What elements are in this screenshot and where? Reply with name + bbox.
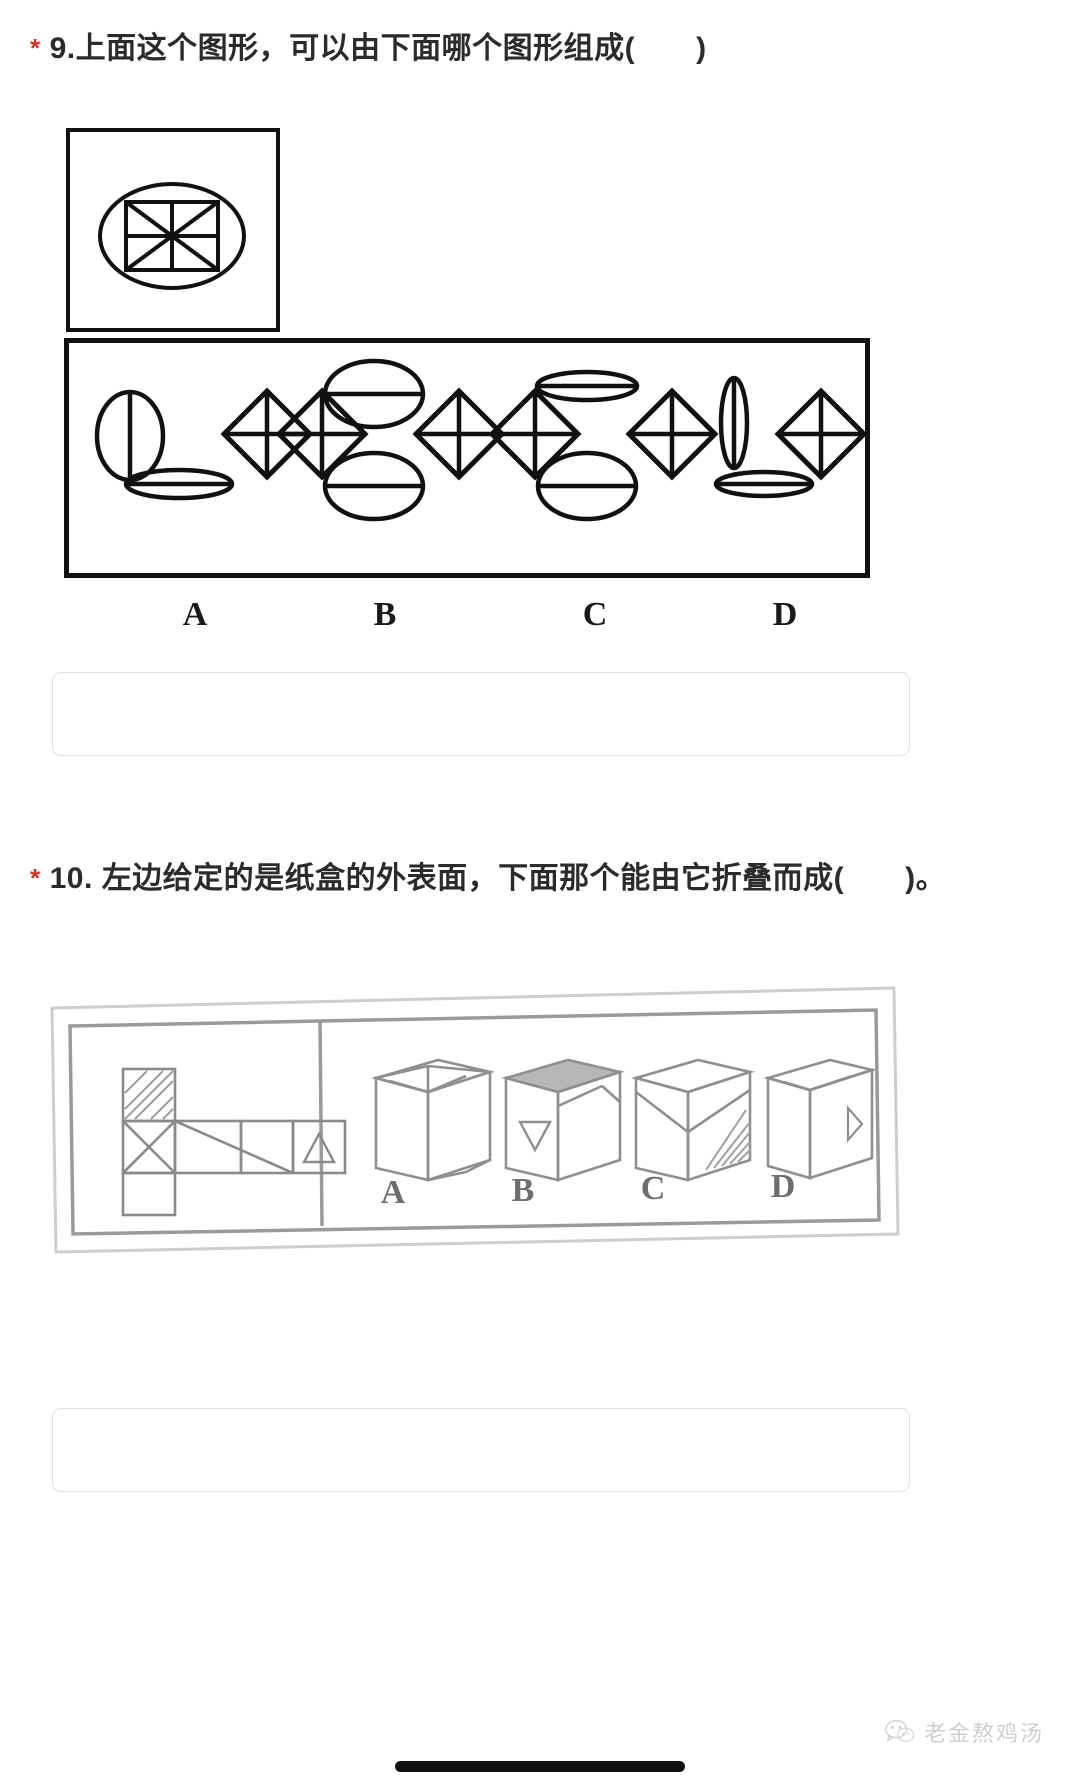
option-label-c-q9: C <box>582 596 608 633</box>
question-10-text: 10. 左边给定的是纸盒的外表面，下面那个能由它折叠而成( )。 <box>50 856 1080 903</box>
question-10-text-row: * 10. 左边给定的是纸盒的外表面，下面那个能由它折叠而成( )。 <box>30 856 1080 903</box>
option-label-c-q10: C <box>640 1170 666 1207</box>
option-c-cube <box>631 1058 755 1182</box>
option-label-d-q9: D <box>772 596 798 633</box>
required-marker-icon: * <box>30 33 41 63</box>
watermark-text: 老金熬鸡汤 <box>923 1721 1044 1746</box>
question-10-number: 10. <box>49 862 93 895</box>
box-net-figure <box>121 1067 347 1217</box>
question-10-body: 左边给定的是纸盒的外表面，下面那个能由它折叠而成( )。 <box>101 862 947 895</box>
question-10-block: * 10. 左边给定的是纸盒的外表面，下面那个能由它折叠而成( )。 <box>0 856 1080 903</box>
question-9-options-icon <box>64 338 870 578</box>
option-label-b-q9: B <box>373 596 397 633</box>
question-9-block: * 9.上面这个图形，可以由下面哪个图形组成( ) <box>0 26 1080 73</box>
required-marker-icon-2: * <box>30 863 41 893</box>
option-a-cube <box>371 1058 495 1182</box>
question-9-number: 9. <box>49 32 76 65</box>
question-10-answer-input[interactable] <box>53 1409 909 1491</box>
option-label-d-q10: D <box>770 1168 796 1205</box>
option-label-b-q10: B <box>511 1172 535 1209</box>
question-9-answer-box[interactable] <box>52 672 910 756</box>
option-d-figure <box>713 375 868 499</box>
home-indicator[interactable] <box>395 1761 685 1772</box>
question-9-text-row: * 9.上面这个图形，可以由下面哪个图形组成( ) <box>30 26 1080 73</box>
question-10-answer-box[interactable] <box>52 1408 910 1492</box>
question-9-text: 9.上面这个图形，可以由下面哪个图形组成( ) <box>50 26 1080 73</box>
question-9-options-figure <box>64 338 870 578</box>
option-label-a-q9: A <box>182 596 208 633</box>
question-10-figure <box>46 982 906 1272</box>
question-9-prompt-figure <box>66 128 280 332</box>
box-net-and-cubes-icon <box>50 986 900 1254</box>
option-label-a-q10: A <box>380 1174 406 1211</box>
option-c-figure <box>488 369 719 522</box>
ellipse-with-inscribed-square-icon <box>66 128 280 332</box>
watermark: 老金熬鸡汤 <box>885 1716 1044 1748</box>
wechat-icon <box>885 1720 915 1743</box>
option-b-cube <box>501 1058 625 1182</box>
question-9-answer-input[interactable] <box>53 673 909 755</box>
option-d-cube <box>763 1058 877 1180</box>
question-9-body: 上面这个图形，可以由下面哪个图形组成( ) <box>75 32 707 65</box>
